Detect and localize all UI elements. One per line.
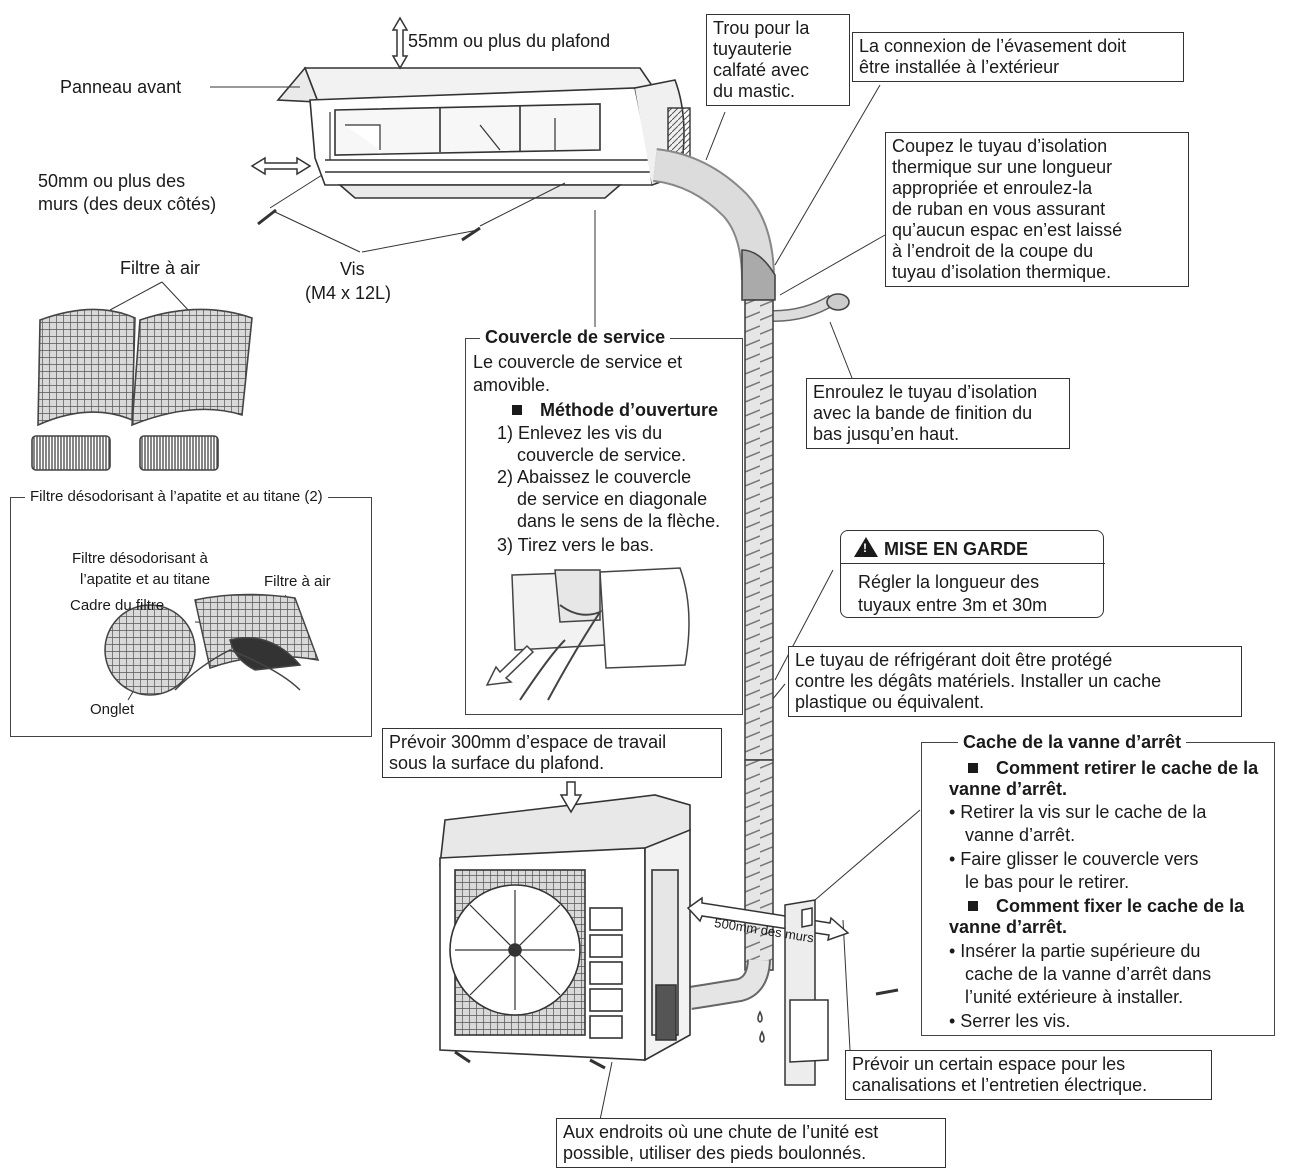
fix-step-1b: cache de la vanne d’arrêt dans bbox=[965, 964, 1212, 984]
tab-label: Onglet bbox=[90, 701, 135, 718]
service-cover-title: Couvercle de service bbox=[480, 327, 671, 348]
piping-hole-line-1: Trou pour la bbox=[713, 18, 810, 38]
deodorising-label-1: Filtre désodorisant à bbox=[72, 550, 208, 567]
caution-note bbox=[840, 530, 1104, 618]
flare-line-2: être installée à l’extérieur bbox=[859, 57, 1060, 77]
indoor-unit bbox=[276, 66, 685, 199]
remove-step-1a: • Retirer la vis sur le cache de la bbox=[949, 802, 1207, 822]
screws bbox=[257, 174, 566, 253]
service-cover-illustration bbox=[485, 567, 690, 701]
square-bullet-icon bbox=[512, 405, 522, 415]
screws-label: Vis bbox=[340, 259, 365, 279]
wall-clearance-label: 50mm ou plus des bbox=[38, 171, 186, 191]
remove-heading: Comment retirer le cache de la bbox=[968, 758, 1259, 779]
deodorising-frame-title: Filtre désodorisant à l’apatite et au ti… bbox=[25, 487, 328, 506]
service-step-1b: couvercle de service. bbox=[517, 445, 687, 465]
piping-hole-line-4: du mastic. bbox=[713, 81, 796, 101]
caution-line-2: tuyaux entre 3m et 30m bbox=[858, 595, 1048, 615]
air-filters bbox=[31, 308, 253, 471]
service-line-1: Le couvercle de service et bbox=[473, 352, 683, 372]
refrig-line-3: plastique ou équivalent. bbox=[795, 692, 985, 712]
service-step-2a: 2) Abaissez le couvercle bbox=[497, 467, 692, 487]
refrigerant-protection-note: Le tuyau de réfrigérant doit être protég… bbox=[788, 646, 1242, 717]
work-line-2: sous la surface du plafond. bbox=[389, 753, 605, 773]
refrig-line-2: contre les dégâts matériels. Installer u… bbox=[795, 671, 1162, 691]
work-space-arrow bbox=[559, 781, 583, 814]
piping-hole-note: Trou pour la tuyauterie calfaté avec du … bbox=[706, 14, 850, 106]
cut-line-3: appropriée et enroulez-la bbox=[892, 178, 1093, 198]
electric-line-1: Prévoir un certain espace pour les bbox=[852, 1054, 1126, 1074]
cut-line-6: à l’endroit de la coupe du bbox=[892, 241, 1094, 261]
electric-line-2: canalisations et l’entretien électrique. bbox=[852, 1075, 1148, 1095]
fix-step-2: • Serrer les vis. bbox=[949, 1011, 1071, 1031]
deodorising-filter-frame bbox=[10, 497, 372, 737]
caution-title: MISE EN GARDE bbox=[884, 539, 1029, 559]
stop-valve-title: Cache de la vanne d’arrêt bbox=[958, 732, 1187, 753]
insulation-cut-note: Coupez le tuyau d’isolation thermique su… bbox=[885, 132, 1189, 287]
service-step-1a: 1) Enlevez les vis du bbox=[497, 423, 663, 443]
wrap-line-2: avec la bande de finition du bbox=[813, 403, 1033, 423]
wall-clearance-label-2: murs (des deux côtés) bbox=[38, 194, 217, 214]
front-panel-label: Panneau avant bbox=[60, 77, 182, 97]
opening-method-label: Méthode d’ouverture bbox=[540, 400, 719, 420]
cut-line-5: qu’aucun espac en’est laissé bbox=[892, 220, 1123, 240]
air-filter-label-2: Filtre à air bbox=[264, 573, 331, 590]
fix-step-1a: • Insérer la partie supérieure du bbox=[949, 941, 1201, 961]
feet-line-1: Aux endroits où une chute de l’unité est bbox=[563, 1122, 879, 1142]
fix-step-1c: l’unité extérieure à installer. bbox=[965, 987, 1184, 1007]
remove-step-1b: vanne d’arrêt. bbox=[965, 825, 1076, 845]
refrigerant-piping bbox=[652, 148, 850, 1043]
stop-valve-cover bbox=[784, 899, 899, 1086]
service-step-2c: dans le sens de la flèche. bbox=[517, 511, 721, 531]
piping-hole-line-3: calfaté avec bbox=[713, 60, 810, 80]
flare-connection-note: La connexion de l’évasement doit être in… bbox=[852, 32, 1184, 82]
square-bullet-icon bbox=[968, 763, 978, 773]
clearance-arrows bbox=[250, 16, 409, 176]
opening-method-heading: Méthode d’ouverture bbox=[512, 400, 721, 421]
filter-frame-label: Cadre du filtre bbox=[70, 597, 165, 614]
cut-line-1: Coupez le tuyau d’isolation bbox=[892, 136, 1108, 156]
cut-line-7: tuyau d’isolation thermique. bbox=[892, 262, 1112, 282]
work-line-1: Prévoir 300mm d’espace de travail bbox=[389, 732, 667, 752]
bolted-feet-note: Aux endroits où une chute de l’unité est… bbox=[556, 1118, 946, 1168]
work-space-note: Prévoir 300mm d’espace de travail sous l… bbox=[382, 728, 722, 778]
outdoor-unit bbox=[439, 794, 691, 1070]
electrical-space-note: Prévoir un certain espace pour les canal… bbox=[845, 1050, 1212, 1100]
service-step-2b: de service en diagonale bbox=[517, 489, 708, 509]
remove-heading-a: Comment retirer le cache de la bbox=[996, 758, 1259, 778]
service-line-2: amovible. bbox=[473, 375, 551, 395]
remove-step-2a: • Faire glisser le couvercle vers bbox=[949, 849, 1199, 869]
ceiling-clearance-label: 55mm ou plus du plafond bbox=[408, 31, 611, 51]
feet-line-2: possible, utiliser des pieds boulonnés. bbox=[563, 1143, 867, 1163]
refrig-line-1: Le tuyau de réfrigérant doit être protég… bbox=[795, 650, 1113, 670]
deodorising-filter-detail bbox=[104, 593, 320, 696]
wrap-insulation-note: Enroulez le tuyau d’isolation avec la ba… bbox=[806, 378, 1070, 449]
caution-divider bbox=[840, 563, 1105, 564]
air-filter-label: Filtre à air bbox=[120, 258, 201, 278]
piping-hole-line-2: tuyauterie bbox=[713, 39, 793, 59]
fix-heading-a: Comment fixer le cache de la bbox=[996, 896, 1245, 916]
remove-step-2b: le bas pour le retirer. bbox=[965, 872, 1130, 892]
wrap-line-3: bas jusqu’en haut. bbox=[813, 424, 960, 444]
fix-heading: Comment fixer le cache de la bbox=[968, 896, 1245, 917]
flare-line-1: La connexion de l’évasement doit bbox=[859, 36, 1127, 56]
warning-triangle-icon: ! bbox=[854, 537, 878, 557]
fix-heading-b: vanne d’arrêt. bbox=[949, 917, 1068, 937]
cut-line-2: thermique sur une longueur bbox=[892, 157, 1113, 177]
caution-heading: ! MISE EN GARDE bbox=[854, 537, 1028, 560]
caution-line-1: Régler la longueur des bbox=[858, 572, 1040, 592]
service-step-3: 3) Tirez vers le bas. bbox=[497, 535, 655, 555]
deodorising-label-2: l’apatite et au titane bbox=[80, 571, 211, 588]
cut-line-4: de ruban en vous assurant bbox=[892, 199, 1106, 219]
wrap-line-1: Enroulez le tuyau d’isolation bbox=[813, 382, 1038, 402]
remove-heading-b: vanne d’arrêt. bbox=[949, 779, 1068, 799]
screws-size-label: (M4 x 12L) bbox=[305, 283, 392, 303]
square-bullet-icon bbox=[968, 901, 978, 911]
